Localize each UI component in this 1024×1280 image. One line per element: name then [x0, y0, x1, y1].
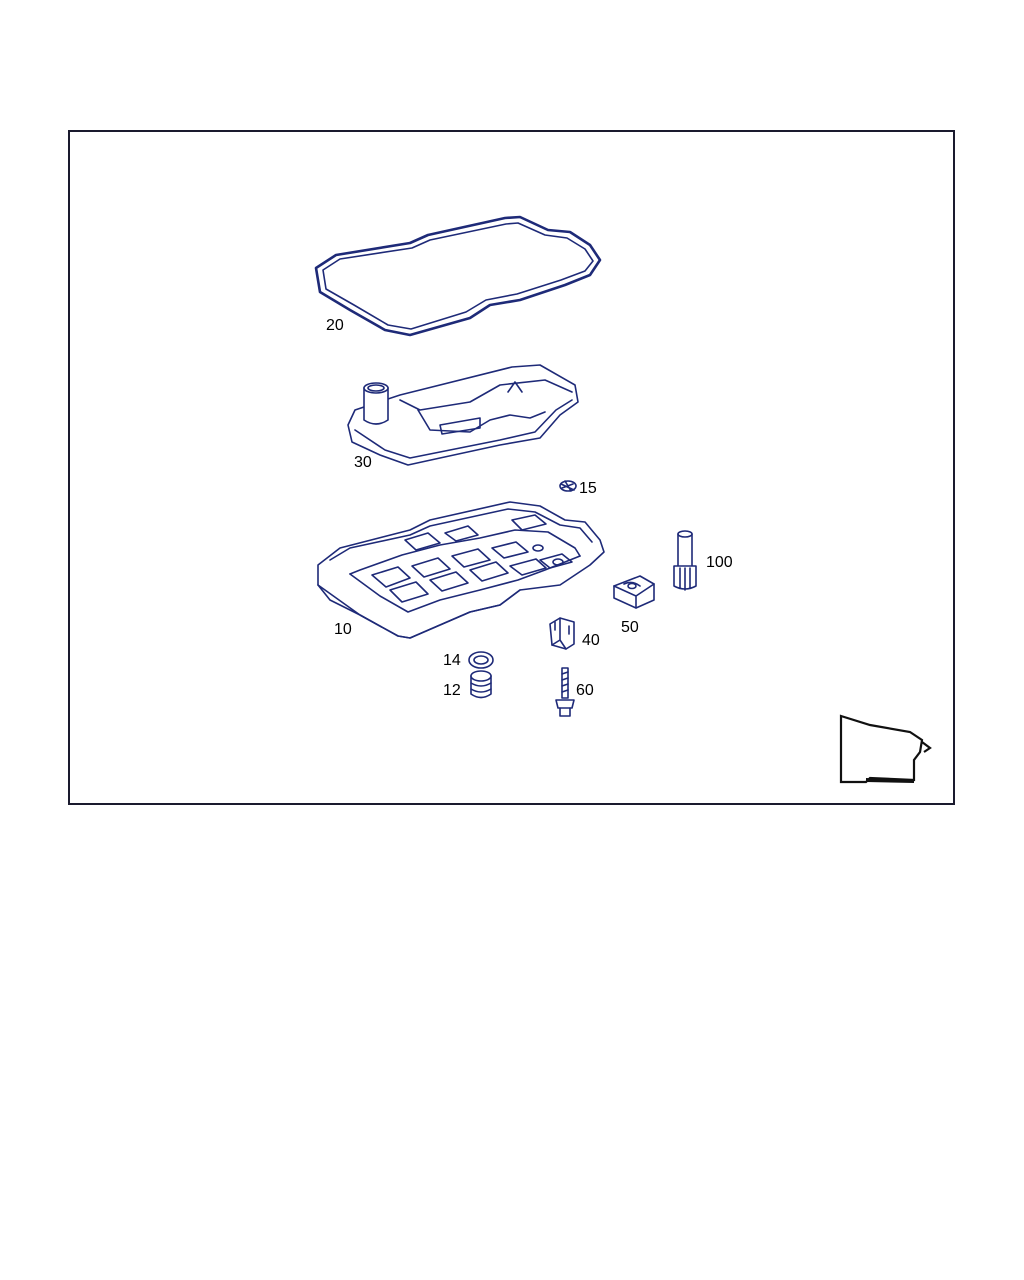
part-label-30: 30: [354, 454, 372, 471]
pan-part: [317, 501, 605, 639]
bracket-part: [613, 575, 655, 609]
part-label-14: 14: [443, 652, 461, 669]
part-label-100: 100: [706, 554, 733, 571]
gasket-part: [314, 215, 602, 337]
part-label-50: 50: [621, 619, 639, 636]
screw-part: [555, 667, 575, 717]
part-label-40: 40: [582, 632, 600, 649]
drain-plug-part: [470, 670, 492, 699]
diagram-frame: [68, 130, 955, 805]
part-label-60: 60: [576, 682, 594, 699]
clip-part: [549, 617, 575, 650]
seal-ring-part: [468, 651, 494, 669]
magnet-part: [559, 480, 577, 492]
part-label-12: 12: [443, 682, 461, 699]
locator-thumbnail: [839, 714, 932, 784]
part-label-20: 20: [326, 317, 344, 334]
tube-part: [673, 530, 697, 591]
part-label-10: 10: [334, 621, 352, 638]
part-label-15: 15: [579, 480, 597, 497]
filter-part: [347, 364, 579, 466]
